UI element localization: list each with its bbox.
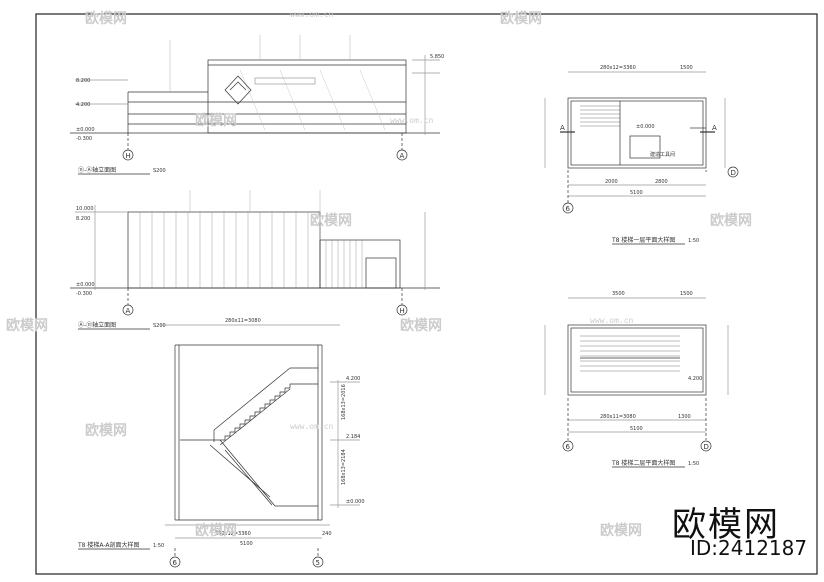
- watermark-brand: 欧模网: [672, 505, 780, 545]
- watermark-url: www.om.cn: [290, 422, 334, 431]
- elev1-scale: S200: [153, 168, 166, 174]
- section-level-base: ±0.000: [346, 499, 365, 505]
- grid-label-6-plan2: 6: [566, 443, 571, 451]
- section-dim-total: 5100: [240, 541, 253, 547]
- grid-label-6-plan1: 6: [566, 205, 571, 213]
- grid-label-6-section: 6: [173, 559, 178, 567]
- grid-bubble-6-plan1: [562, 202, 574, 214]
- section-riser-lower: 168x13=2184: [341, 449, 347, 485]
- elev1-level-1: 8.200: [76, 78, 90, 84]
- elevation-2: [70, 190, 440, 305]
- grid-bubble-a-2: [122, 304, 134, 316]
- watermark-url: www.om.cn: [390, 116, 434, 125]
- stair-section: [160, 324, 360, 558]
- elevation-1: [70, 35, 440, 150]
- watermark-tile: 欧模网: [6, 318, 48, 334]
- plan2-scale: 1:50: [688, 461, 699, 467]
- elev2-title: Ⓐ-⑪轴立面图: [78, 321, 116, 329]
- plan1-title: T8 楼梯一层平面大样图: [611, 236, 675, 244]
- grid-bubble-d-plan2: [700, 440, 712, 452]
- stair-plan-2: [544, 297, 729, 440]
- grid-label-d-plan2: D: [704, 443, 709, 451]
- elev1-level-4: ±0.000: [76, 127, 95, 133]
- grid-label-h-2: H: [400, 307, 405, 315]
- section-level-mid: 2.184: [346, 434, 360, 440]
- plan1-dim-top: 280x12=3360: [600, 65, 636, 71]
- plan2-dim-total: 5100: [630, 426, 643, 432]
- grid-label-a-2: A: [126, 307, 131, 315]
- section-dim-top: 280x11=3080: [225, 318, 261, 324]
- section-riser-upper: 168x13=2016: [341, 384, 347, 420]
- grid-bubble-6-section: [169, 556, 181, 568]
- watermark-url: www.om.cn: [290, 10, 334, 19]
- grid-bubble-d-plan1: [727, 166, 739, 178]
- plan1-room-label: 建造工具间: [650, 151, 675, 158]
- plan1-section-mark-left: A: [560, 124, 565, 132]
- elev2-scale: S200: [153, 323, 166, 329]
- elev2-level-1: 10.000: [76, 206, 94, 212]
- section-scale: 1:50: [153, 543, 164, 549]
- plan2-dim-bottom: 280x11=3080: [600, 414, 636, 420]
- watermark-tile: 欧模网: [85, 423, 127, 439]
- watermark-tile: 欧模网: [400, 318, 442, 334]
- watermark-tile: 欧模网: [195, 113, 237, 129]
- elev1-title: ⑪-Ⓐ轴立面图: [78, 166, 116, 174]
- elev1-level-2: 5.850: [430, 54, 444, 60]
- grid-bubble-6-plan2: [562, 440, 574, 452]
- grid-label-d-plan1: D: [731, 169, 736, 177]
- grid-bubble-h-1: [122, 149, 134, 161]
- watermark-tile: 欧模网: [500, 11, 542, 27]
- elev1-level-5: -0.300: [76, 136, 92, 142]
- stair-plan-1: [544, 71, 726, 205]
- watermark-tile: 欧模网: [310, 213, 352, 229]
- plan1-dim-total: 5100: [630, 190, 643, 196]
- elev2-level-2: 8.200: [76, 216, 90, 222]
- plan2-level: 4.200: [688, 376, 702, 382]
- watermark-id: ID:2412187: [690, 536, 808, 560]
- elev2-level-4: -0.300: [76, 291, 92, 297]
- plan1-dim-2000: 2000: [605, 179, 618, 185]
- grid-label-a-1: A: [400, 152, 405, 160]
- plan1-scale: 1:50: [688, 238, 699, 244]
- watermark-tile: 欧模网: [600, 523, 642, 539]
- grid-bubble-5-section: [312, 556, 324, 568]
- plan1-level: ±0.000: [636, 124, 655, 130]
- plan2-dim-3500: 3500: [612, 291, 625, 297]
- plan2-dim-1300: 1300: [678, 414, 691, 420]
- plan2-title: T8 楼梯二层平面大样图: [611, 459, 675, 467]
- section-title: T8 楼梯A-A剖面大样图: [77, 541, 140, 549]
- watermark-url: www.om.cn: [590, 316, 634, 325]
- grid-bubble-a-1: [396, 149, 408, 161]
- plan1-dim-1500: 1500: [680, 65, 693, 71]
- elev1-level-3: 4.200: [76, 102, 90, 108]
- grid-label-5-section: 5: [316, 559, 320, 567]
- section-dim-bottom: 280x12=3360: [215, 531, 251, 537]
- watermark-tile: 欧模网: [195, 523, 237, 539]
- watermark-tile: 欧模网: [710, 213, 752, 229]
- grid-label-h-1: H: [126, 152, 131, 160]
- plan1-section-mark-right: A: [712, 124, 717, 132]
- elev2-level-3: ±0.000: [76, 282, 95, 288]
- watermark-tile: 欧模网: [85, 11, 127, 27]
- plan1-dim-2800: 2800: [655, 179, 668, 185]
- section-level-top: 4.200: [346, 376, 360, 382]
- plan2-dim-1500: 1500: [680, 291, 693, 297]
- grid-bubble-h-2: [396, 304, 408, 316]
- section-dim-240: 240: [322, 531, 332, 537]
- sheet-frame: [35, 13, 818, 575]
